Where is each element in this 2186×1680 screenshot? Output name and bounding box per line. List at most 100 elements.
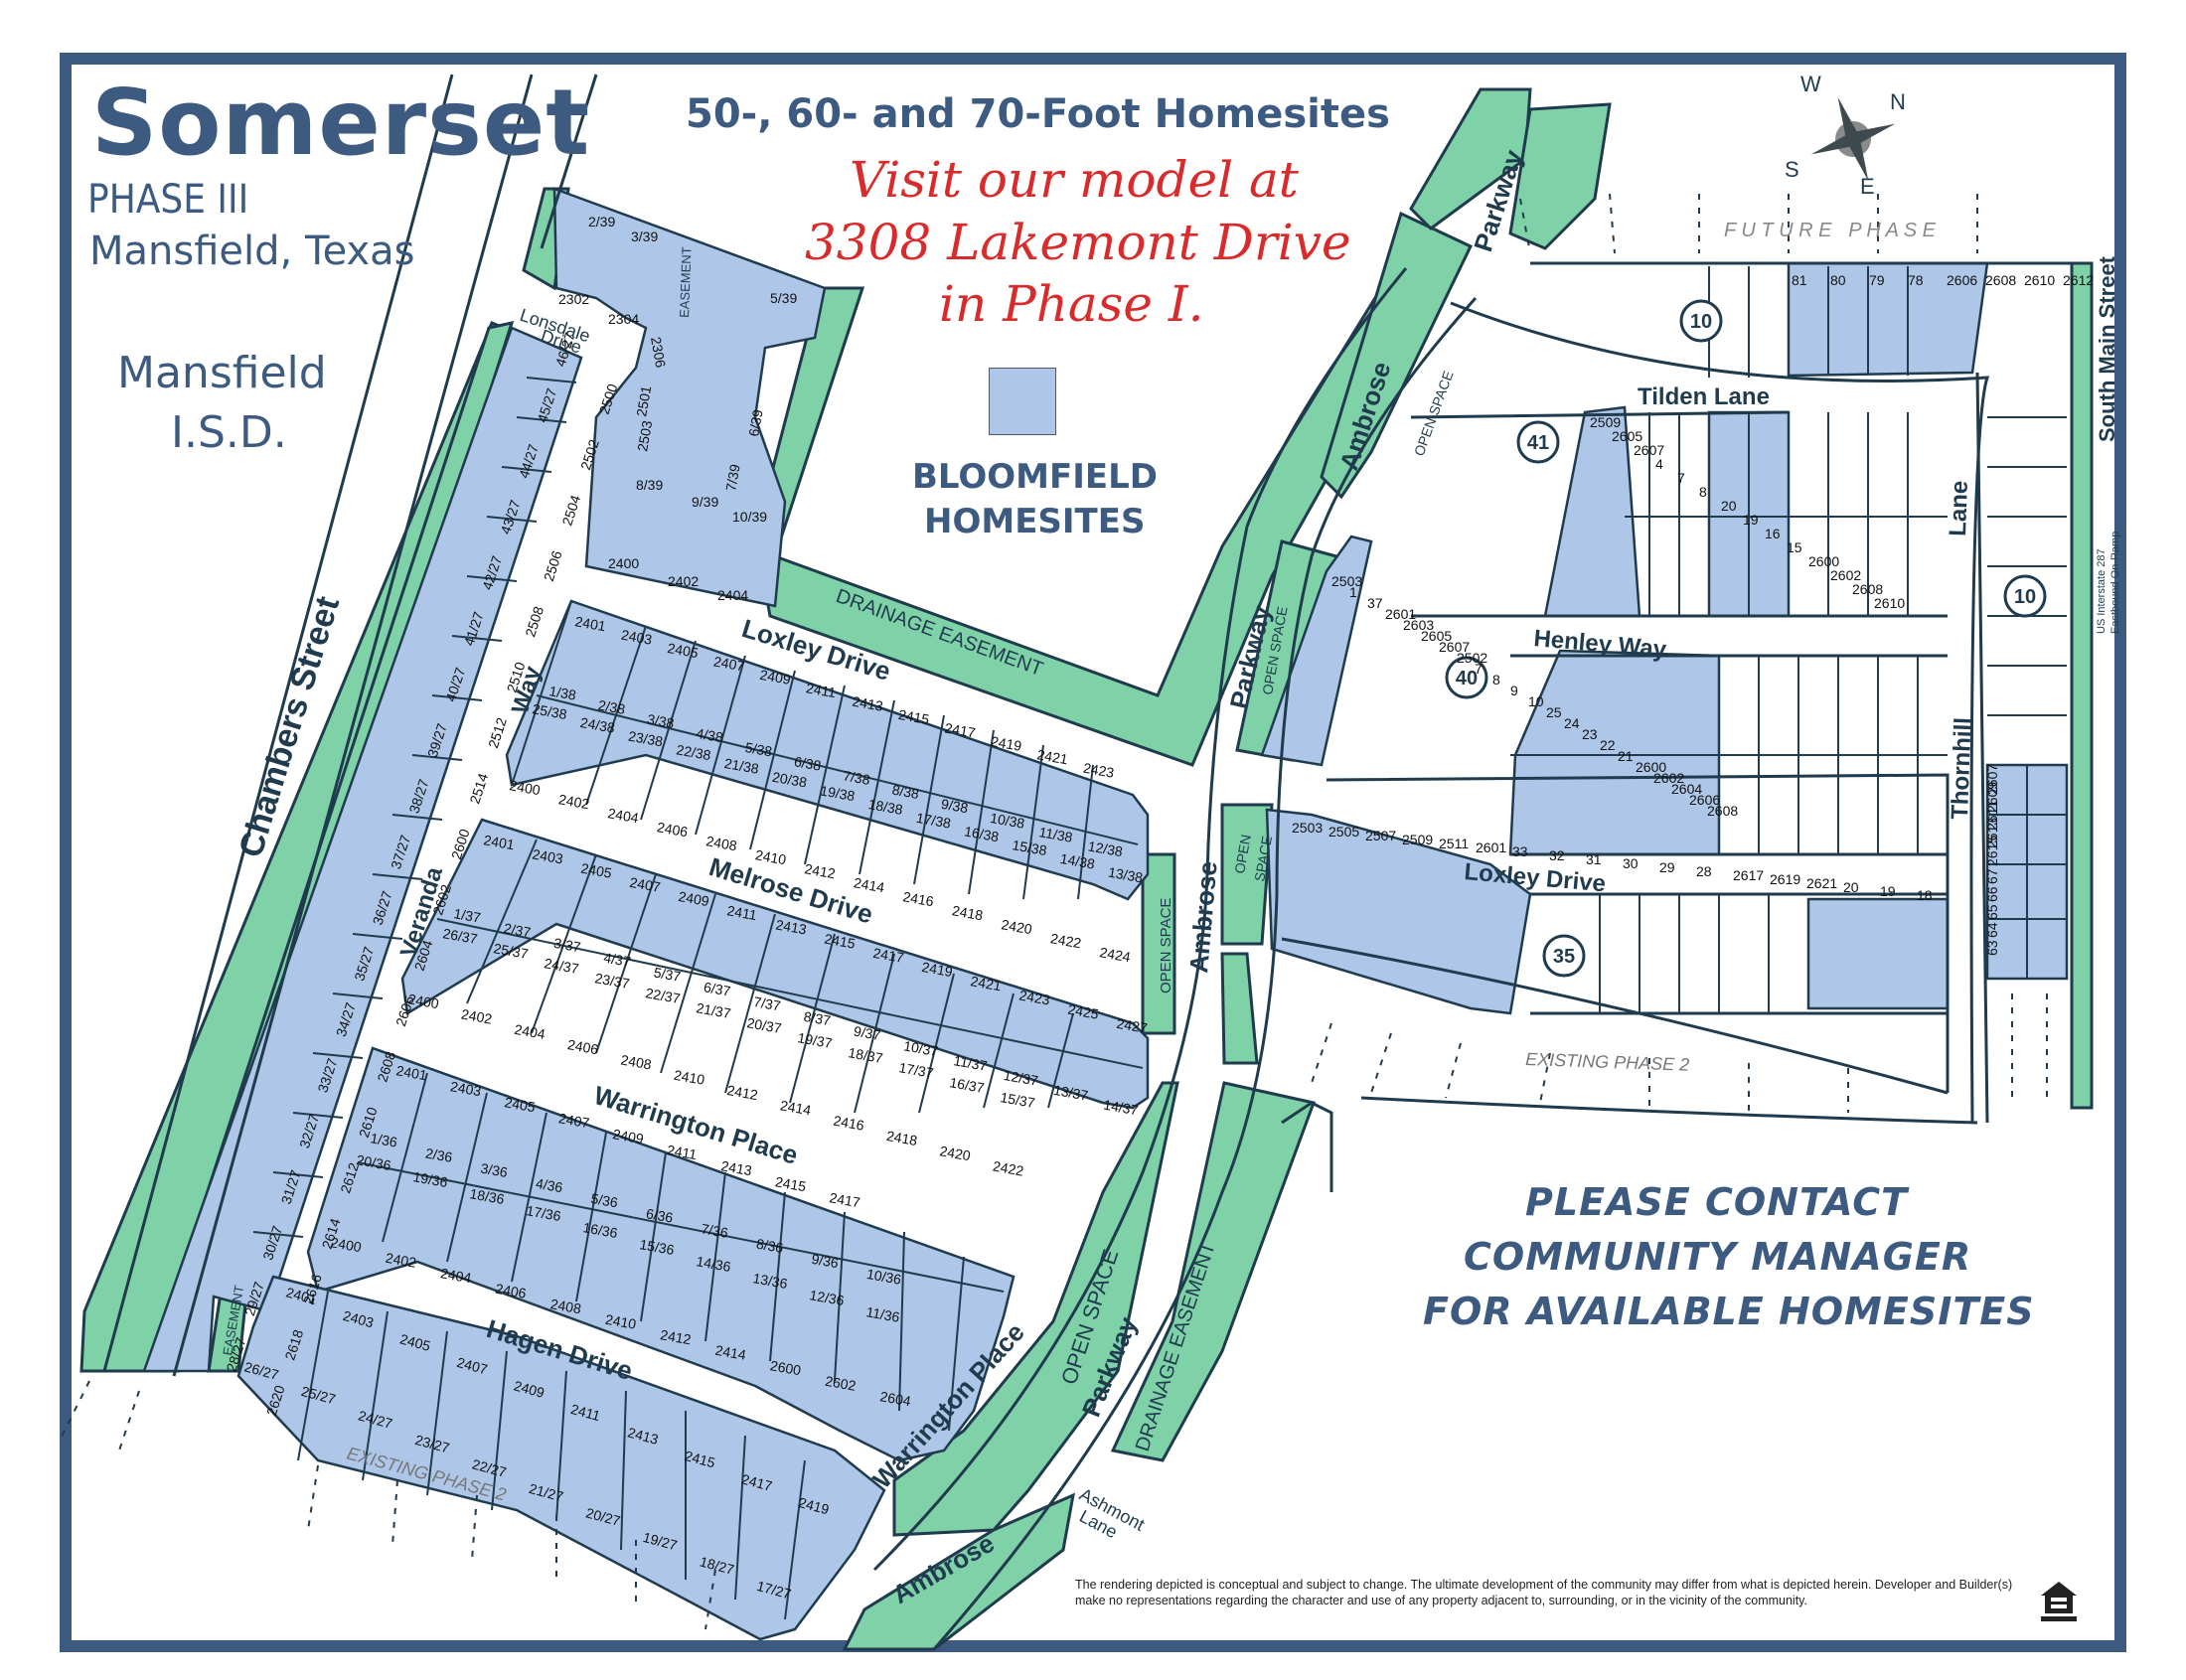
lot-label: 7 [1475,661,1483,677]
lot-label: 66 [1984,886,2000,902]
lot-label: 2423 [1082,760,1116,781]
lot-label: 18/38 [867,796,904,818]
lot-label: 2602 [824,1373,858,1394]
lot-label: 2410 [604,1311,638,1332]
lot-label: 2403 [620,627,654,648]
lot-label: 2420 [1000,916,1033,937]
compass-rose-icon [1810,96,1896,182]
lot-label: 2415 [897,706,931,727]
lot-label: 20 [1843,879,1859,895]
lot-label: 2417 [871,945,905,966]
lot-block-37 [400,818,1150,1110]
lot-label: 2615 [1984,836,2000,866]
lot-label: 2418 [885,1128,919,1148]
lot-label: 2407 [557,1110,591,1131]
lot-label: 8/37 [803,1008,833,1029]
lot-label: 2/38 [597,696,627,717]
lot-label: 2406 [566,1036,600,1057]
lot-label: 2421 [969,973,1003,993]
lot-label: 20/38 [771,769,808,791]
phase-marker-label: 40 [1456,668,1478,689]
street-us287-ramp: Eastbound On-Ramp [2109,532,2121,634]
lot-label: 2408 [619,1051,653,1072]
lot-label: 64 [1984,922,2000,938]
lot-label: 5/39 [770,290,797,306]
phase-marker-label: 10 [1690,311,1712,333]
lot-label: 18/37 [847,1044,883,1066]
lot-label: 10/37 [902,1037,939,1059]
lot-label: 29 [1659,859,1675,875]
street-us287: US Interstate 287 [2096,548,2108,634]
lot-label: 15/38 [1011,837,1047,858]
lot-label: 2414 [779,1097,813,1118]
lot-label: 2605 [1421,628,1452,644]
lot-label: 2424 [1098,944,1132,965]
lot-label: 2413 [774,916,808,937]
lot-label: 2/39 [588,214,615,229]
lot-label: 11/38 [1037,824,1073,845]
label-open-space-ambrose-north: OPEN SPACE [1411,369,1457,458]
lot-label: 15/37 [999,1089,1035,1111]
district-label-2: I.S.D. [171,407,287,458]
lot-label: 11/36 [864,1303,900,1325]
lot-block-36 [306,1046,1015,1462]
lot-label: 2606 [1947,272,1977,288]
lot-label: 8/36 [755,1236,785,1257]
lot-label: 4/37 [602,950,632,971]
lot-label: 2617 [1733,867,1764,883]
lot-label: 25/37 [492,940,529,962]
contact-line-2: COMMUNITY MANAGER [1464,1235,1972,1279]
lot-label: 14/37 [1102,1097,1139,1119]
lot-label: 17/37 [897,1059,934,1081]
lot-label: 2621 [1806,875,1837,891]
lot-label: 2608 [1707,803,1738,819]
lot-label: 2601 [1476,840,1506,855]
lot-label: 6/37 [703,979,732,999]
lot-label: 78 [1908,272,1924,288]
easement-south-main [2070,261,2094,1110]
lot-label: 2601 [1385,606,1416,622]
lot-label: 2507 [1365,828,1396,843]
lot-block-35-a [1265,808,1532,1015]
legend-label-1: BLOOMFIELD [912,457,1158,497]
equal-housing-icon [2041,1582,2077,1621]
lot-label: 15 [1787,539,1802,555]
lot-label: 19/37 [796,1029,833,1051]
lot-label: 2512 [485,715,510,750]
lot-label: 2602 [1830,567,1861,583]
disclaimer-text: The rendering depicted is conceptual and… [1075,1578,2013,1607]
lot-label: 7/37 [752,993,782,1014]
lot-label: 2/37 [503,920,533,941]
lot-label: 20/36 [355,1151,391,1173]
lot-label: 28 [1696,863,1712,879]
lot-label: 2411 [805,680,838,700]
lot-label: 2408 [549,1296,583,1316]
lot-label: 25/38 [531,700,567,722]
lot-label: 2402 [460,1005,494,1026]
lot-label: 7/38 [842,767,871,788]
lot-label: 2414 [853,874,886,895]
lot-label: 2405 [398,1330,432,1354]
open-space-block36 [892,1081,1179,1537]
lot-label: 26/37 [441,925,478,947]
lot-label: 1/38 [547,683,577,703]
lot-label: 15/36 [638,1236,675,1258]
lot-label: 17/38 [915,810,952,832]
lot-block-38 [505,599,1150,901]
lot-label: 9/38 [940,796,970,817]
lot-label: 2401 [482,832,516,852]
lot-label: 79 [1869,272,1885,288]
lot-label: 2506 [541,548,565,583]
label-open-space-loxley: OPEN SPACE [1158,898,1174,993]
lot-label: 16 [1765,526,1781,541]
lot-label: 22/37 [644,985,681,1006]
lot-label: 2402 [557,791,591,812]
lot-label: 23 [1582,726,1598,742]
lot-label: 21/38 [723,755,760,777]
lot-label: 2415 [774,1173,808,1194]
street-thornhill: Thornhill [1947,717,1977,821]
lot-label: 67 [1984,868,2000,884]
lot-label: 9 [1510,683,1518,698]
lot-label: 20/37 [745,1014,782,1036]
open-space-ambrose-4 [1220,952,1259,1065]
